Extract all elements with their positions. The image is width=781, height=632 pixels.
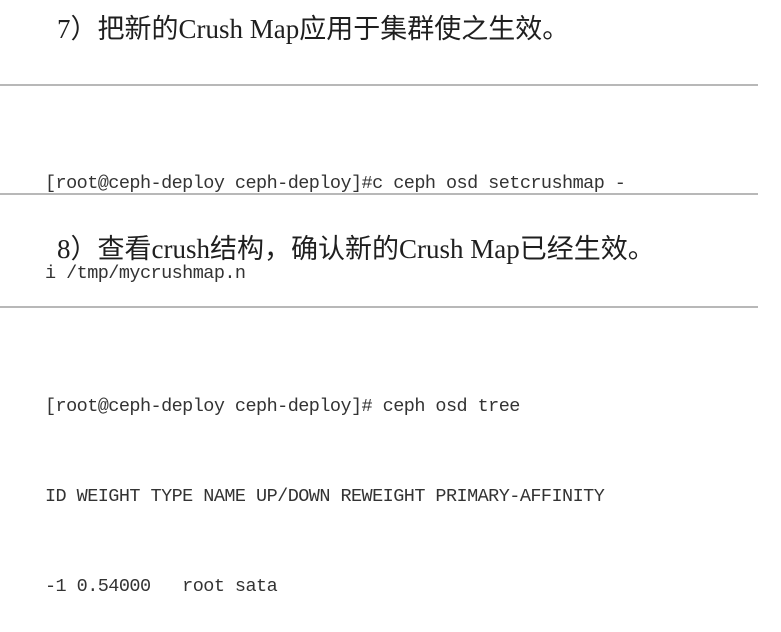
divider <box>0 193 758 195</box>
code-line: i /tmp/mycrushmap.n <box>45 263 246 284</box>
code-line: ID WEIGHT TYPE NAME UP/DOWN REWEIGHT PRI… <box>45 486 605 507</box>
step7-code-block: [root@ceph-deploy ceph-deploy]#c ceph os… <box>45 109 626 319</box>
step8-heading: 8）查看crush结构，确认新的Crush Map已经生效。 <box>57 234 655 264</box>
code-line: [root@ceph-deploy ceph-deploy]#c ceph os… <box>45 173 626 194</box>
code-line: [root@ceph-deploy ceph-deploy]# ceph osd… <box>45 396 520 417</box>
divider <box>0 84 758 86</box>
step7-heading: 7）把新的Crush Map应用于集群使之生效。 <box>57 14 570 44</box>
step8-code-block: [root@ceph-deploy ceph-deploy]# ceph osd… <box>45 332 605 632</box>
divider <box>0 306 758 308</box>
code-line: -1 0.54000 root sata <box>45 576 278 597</box>
